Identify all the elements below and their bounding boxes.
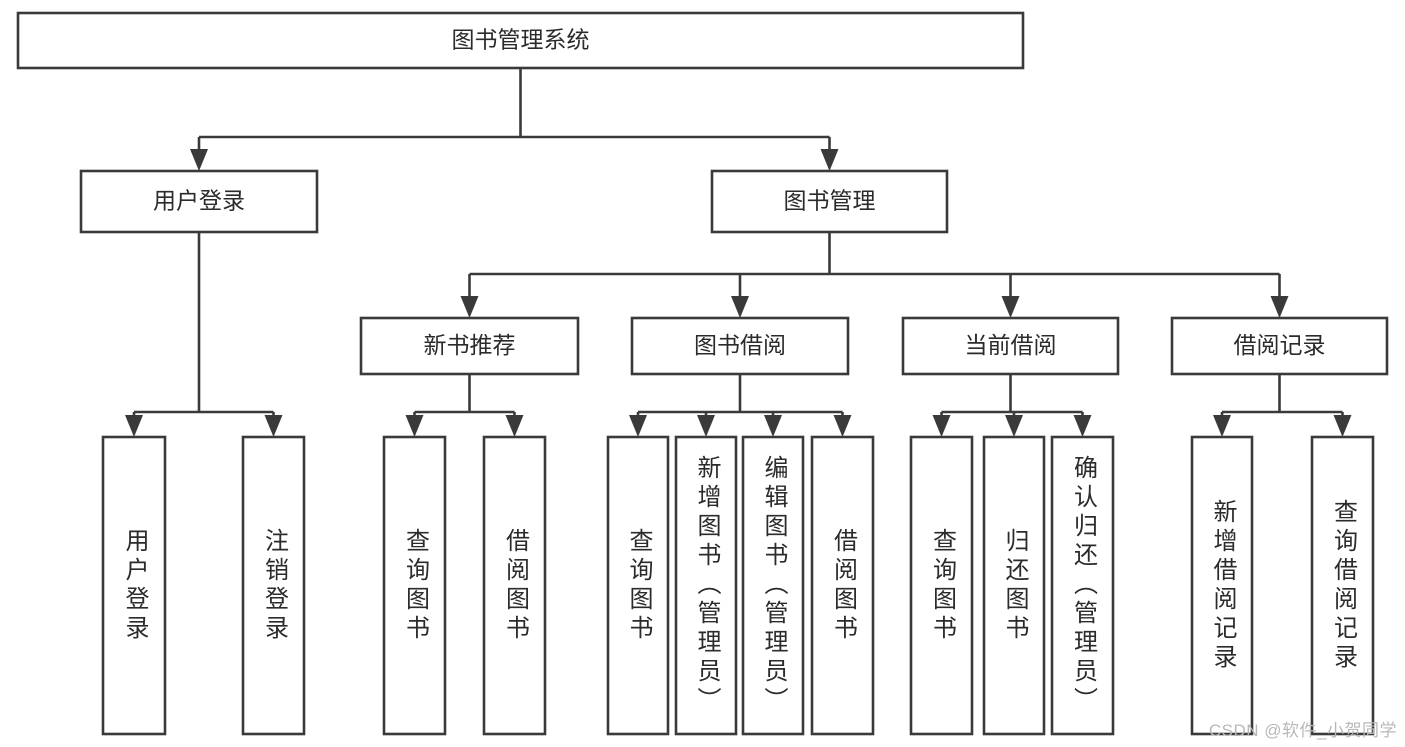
leaf-node-box-7[interactable]	[741, 435, 805, 736]
arrow-down-icon-leaf-5-2	[1333, 415, 1352, 437]
arrow-down-icon-level2-1	[190, 149, 208, 171]
arrow-down-icon-leaf-3-1	[629, 415, 647, 437]
leaf-node-box-10[interactable]	[982, 435, 1046, 736]
level3-node-label-1: 新书推荐	[424, 332, 516, 358]
leaf-node-box-12[interactable]	[1190, 435, 1254, 736]
level3-node-4[interactable]	[1170, 316, 1389, 376]
arrow-down-icon-leaf-4-1	[932, 415, 951, 437]
arrow-down-icon-leaf-4-3	[1073, 415, 1092, 437]
level3-node-label-3: 当前借阅	[965, 332, 1057, 358]
arrow-down-icon-leaf-3-3	[764, 415, 782, 437]
level2-node-label-2: 图书管理	[784, 188, 876, 214]
leaf-node-box-13[interactable]	[1310, 435, 1375, 736]
arrow-down-icon-leaf-1-2	[264, 415, 283, 437]
leaf-node-box-2[interactable]	[241, 435, 306, 736]
arrow-down-icon-level3-2	[731, 296, 749, 318]
level3-node-label-4: 借阅记录	[1234, 332, 1326, 358]
root-node-book-management-system[interactable]	[16, 11, 1025, 70]
level3-node-2[interactable]	[630, 316, 850, 376]
leaf-node-box-5[interactable]	[606, 435, 670, 736]
leaf-node-box-11[interactable]	[1050, 435, 1115, 736]
level3-node-label-2: 图书借阅	[694, 332, 786, 358]
root-node-label: 图书管理系统	[452, 27, 590, 53]
leaf-node-box-1[interactable]	[101, 435, 167, 736]
watermark-text: CSDN @软件_小贺同学	[1208, 721, 1397, 740]
arrow-down-icon-level3-1	[460, 296, 479, 318]
arrow-down-icon-leaf-3-2	[697, 415, 715, 437]
leaf-node-box-9[interactable]	[909, 435, 974, 736]
leaf-node-box-3[interactable]	[382, 435, 447, 736]
arrow-down-icon-level2-2	[820, 149, 839, 171]
arrow-down-icon-leaf-1-1	[125, 415, 143, 437]
arrow-down-icon-leaf-2-2	[505, 415, 524, 437]
arrow-down-icon-leaf-5-1	[1213, 415, 1231, 437]
level2-node-label-1: 用户登录	[153, 188, 245, 214]
node-box-layer	[16, 11, 1389, 736]
leaf-node-box-4[interactable]	[482, 435, 547, 736]
level2-node-1[interactable]	[79, 169, 319, 234]
level3-node-3[interactable]	[901, 316, 1120, 376]
level2-node-2[interactable]	[710, 169, 949, 234]
arrow-down-icon-level3-4	[1270, 296, 1289, 318]
level3-node-1[interactable]	[359, 316, 580, 376]
arrow-down-icon-leaf-2-1	[405, 415, 424, 437]
arrow-down-icon-leaf-3-4	[833, 415, 852, 437]
arrow-down-icon-leaf-4-2	[1005, 415, 1023, 437]
arrow-down-icon-level3-3	[1001, 296, 1020, 318]
leaf-node-box-8[interactable]	[810, 435, 875, 736]
leaf-node-box-6[interactable]	[674, 435, 738, 736]
connector-layer	[125, 68, 1352, 437]
